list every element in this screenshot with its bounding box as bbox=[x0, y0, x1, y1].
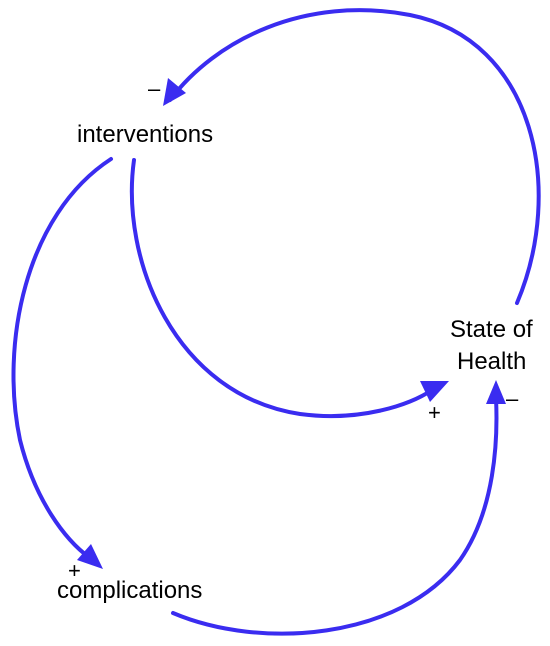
polarity-health-to-interventions: – bbox=[148, 76, 161, 101]
node-state-of-health-line2: Health bbox=[457, 348, 526, 375]
link-health-to-interventions bbox=[168, 8, 541, 305]
polarity-interventions-to-health: + bbox=[428, 400, 441, 425]
node-interventions: interventions bbox=[77, 121, 213, 148]
arrowhead-health-to-interventions bbox=[163, 78, 186, 106]
arrowhead-interventions-to-complications bbox=[77, 544, 103, 569]
node-state-of-health-line1: State of bbox=[450, 316, 533, 343]
link-interventions-to-health bbox=[129, 158, 434, 419]
arrowhead-interventions-to-health bbox=[420, 381, 449, 402]
arrowhead-complications-to-health bbox=[486, 380, 506, 404]
link-interventions-to-complications bbox=[11, 157, 113, 560]
polarity-complications-to-health: – bbox=[506, 386, 519, 411]
polarity-interventions-to-complications: + bbox=[68, 558, 81, 583]
link-complications-to-health bbox=[171, 396, 499, 636]
node-complications: complications bbox=[57, 577, 202, 604]
